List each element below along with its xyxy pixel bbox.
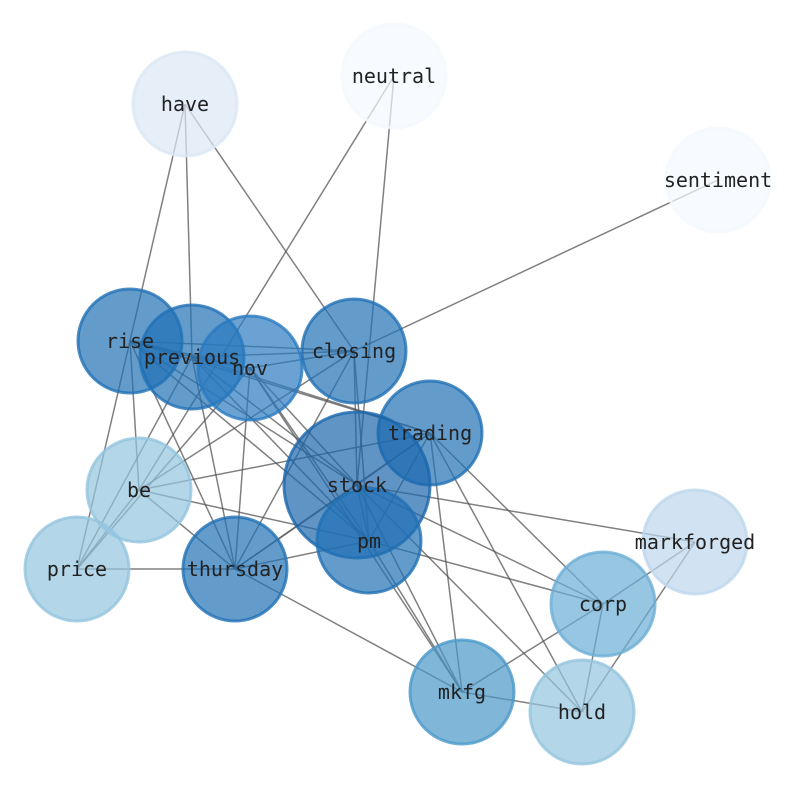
- node-label: sentiment: [664, 168, 772, 192]
- node-circle[interactable]: [641, 488, 749, 596]
- node-mkfg[interactable]: [408, 638, 516, 746]
- node-nov[interactable]: [196, 314, 304, 422]
- node-be[interactable]: [85, 436, 193, 544]
- node-label: previous: [144, 345, 240, 369]
- node-markforged[interactable]: [641, 488, 749, 596]
- node-thursday[interactable]: [181, 515, 289, 623]
- node-label: mkfg: [438, 680, 486, 704]
- node-label: trading: [388, 421, 472, 445]
- node-circle[interactable]: [300, 297, 408, 405]
- node-label: price: [47, 557, 107, 581]
- node-label: pm: [357, 529, 381, 553]
- node-corp[interactable]: [549, 550, 657, 658]
- node-label: thursday: [187, 557, 283, 581]
- node-pm[interactable]: [315, 487, 423, 595]
- node-label: corp: [579, 592, 627, 616]
- node-label: be: [127, 478, 151, 502]
- node-label: stock: [327, 473, 387, 497]
- node-label: have: [161, 92, 209, 116]
- node-label: nov: [232, 356, 268, 380]
- node-price[interactable]: [23, 515, 131, 623]
- node-label: neutral: [352, 64, 436, 88]
- node-circle[interactable]: [181, 515, 289, 623]
- node-have[interactable]: [131, 50, 239, 158]
- node-neutral[interactable]: [340, 22, 448, 130]
- edge-neutral-be: [138, 75, 395, 491]
- node-label: closing: [312, 339, 396, 363]
- node-circle[interactable]: [196, 314, 304, 422]
- node-circle[interactable]: [131, 50, 239, 158]
- node-label: rise: [106, 329, 154, 353]
- node-sentiment[interactable]: [664, 126, 772, 234]
- node-circle[interactable]: [528, 658, 636, 766]
- node-closing[interactable]: [300, 297, 408, 405]
- node-circle[interactable]: [664, 126, 772, 234]
- node-circle[interactable]: [315, 487, 423, 595]
- node-circle[interactable]: [85, 436, 193, 544]
- node-label: markforged: [635, 530, 755, 554]
- node-circle[interactable]: [549, 550, 657, 658]
- node-circle[interactable]: [408, 638, 516, 746]
- edge-sentiment-closing: [353, 179, 719, 352]
- node-label: hold: [558, 700, 606, 724]
- node-circle[interactable]: [340, 22, 448, 130]
- node-hold[interactable]: [528, 658, 636, 766]
- node-circle[interactable]: [23, 515, 131, 623]
